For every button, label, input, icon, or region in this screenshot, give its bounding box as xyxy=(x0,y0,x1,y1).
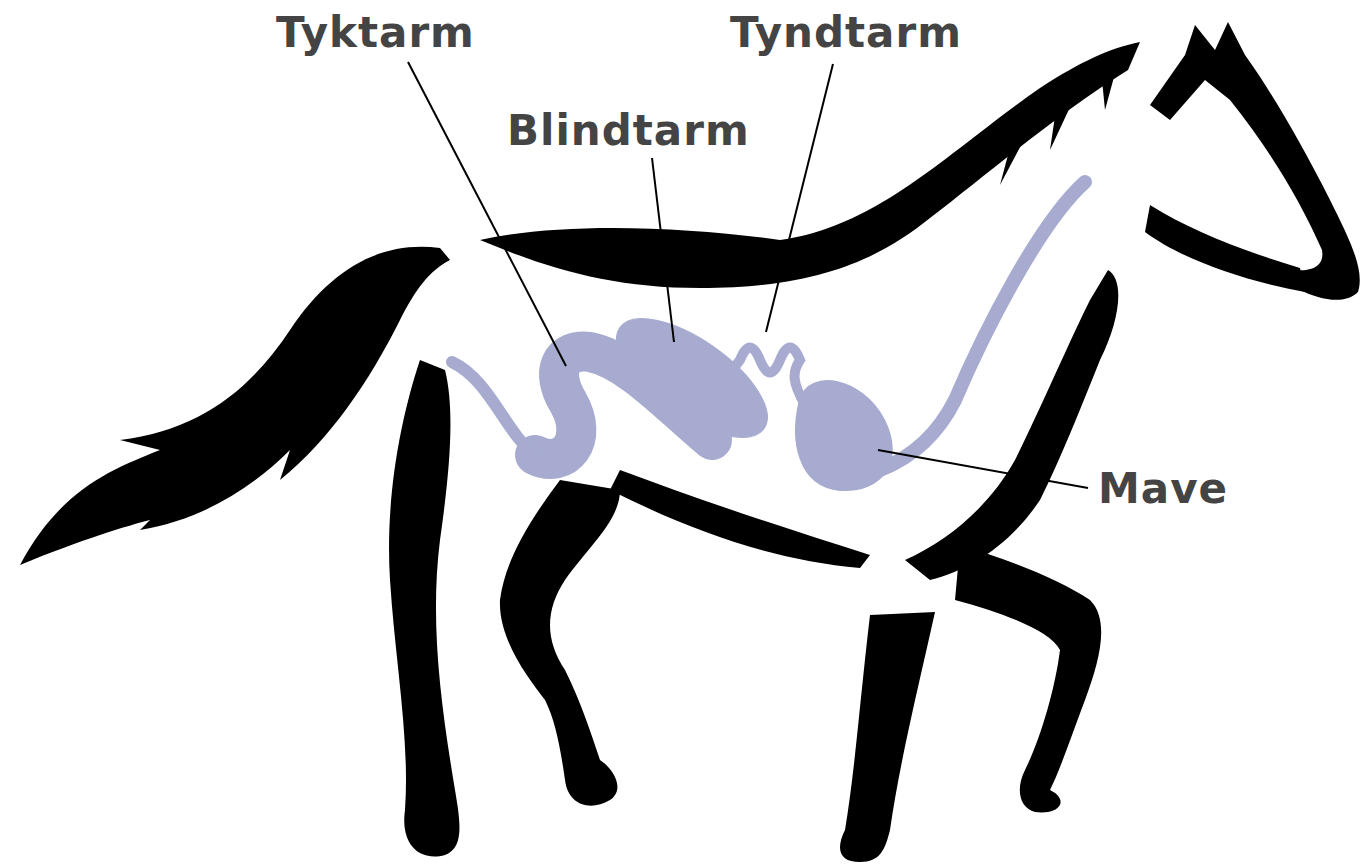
horse-front-leg xyxy=(840,612,935,862)
horse-mane xyxy=(930,55,1120,195)
horse-hind-leg xyxy=(500,480,620,806)
horse-silhouette xyxy=(20,22,1360,862)
colon-end xyxy=(452,362,535,455)
leader-lines xyxy=(408,62,1088,488)
oesophagus xyxy=(880,182,1085,470)
horse-tail xyxy=(20,247,450,565)
part-label: Tyndtarm xyxy=(730,12,962,54)
part-label: Mave xyxy=(1098,468,1228,510)
part-label: Tyktarm xyxy=(276,12,475,54)
leader-line xyxy=(652,158,674,342)
horse-hind-leg xyxy=(389,360,459,857)
horse-jaw xyxy=(1145,205,1305,292)
colon xyxy=(535,352,712,459)
part-label: Blindtarm xyxy=(507,110,750,152)
stomach xyxy=(796,381,892,490)
leader-line xyxy=(766,64,833,332)
horse-front-leg xyxy=(955,545,1101,812)
leader-line xyxy=(408,62,566,366)
digestive-tract xyxy=(452,182,1085,490)
horse-back xyxy=(480,42,1140,288)
leader-line xyxy=(878,450,1088,488)
